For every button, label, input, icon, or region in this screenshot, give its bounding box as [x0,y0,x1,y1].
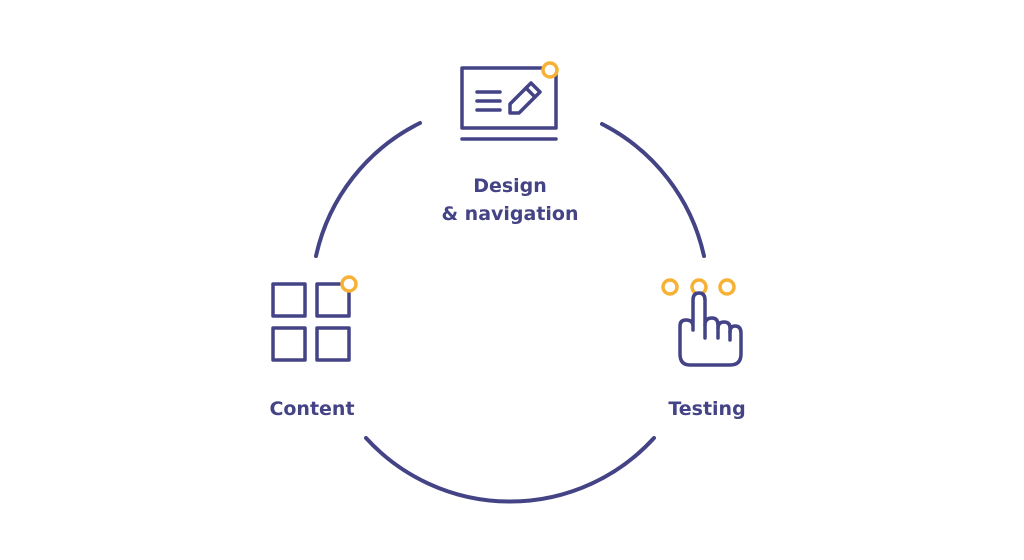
cycle-ring [314,121,706,504]
arc-content-to-design [314,121,422,258]
monitor-pen-icon [460,61,559,141]
arc-design-to-testing [600,122,706,258]
node-label-design-line1: Design [473,175,547,197]
node-label-content: Content [269,398,355,420]
node-label-testing: Testing [668,398,746,420]
grid-blocks-icon [271,275,358,362]
pointer-hand-icon [661,278,743,367]
node-label-design-line2: & navigation [441,203,579,225]
arc-testing-to-content [364,436,656,504]
node-label-design: Design & navigation [410,172,610,228]
